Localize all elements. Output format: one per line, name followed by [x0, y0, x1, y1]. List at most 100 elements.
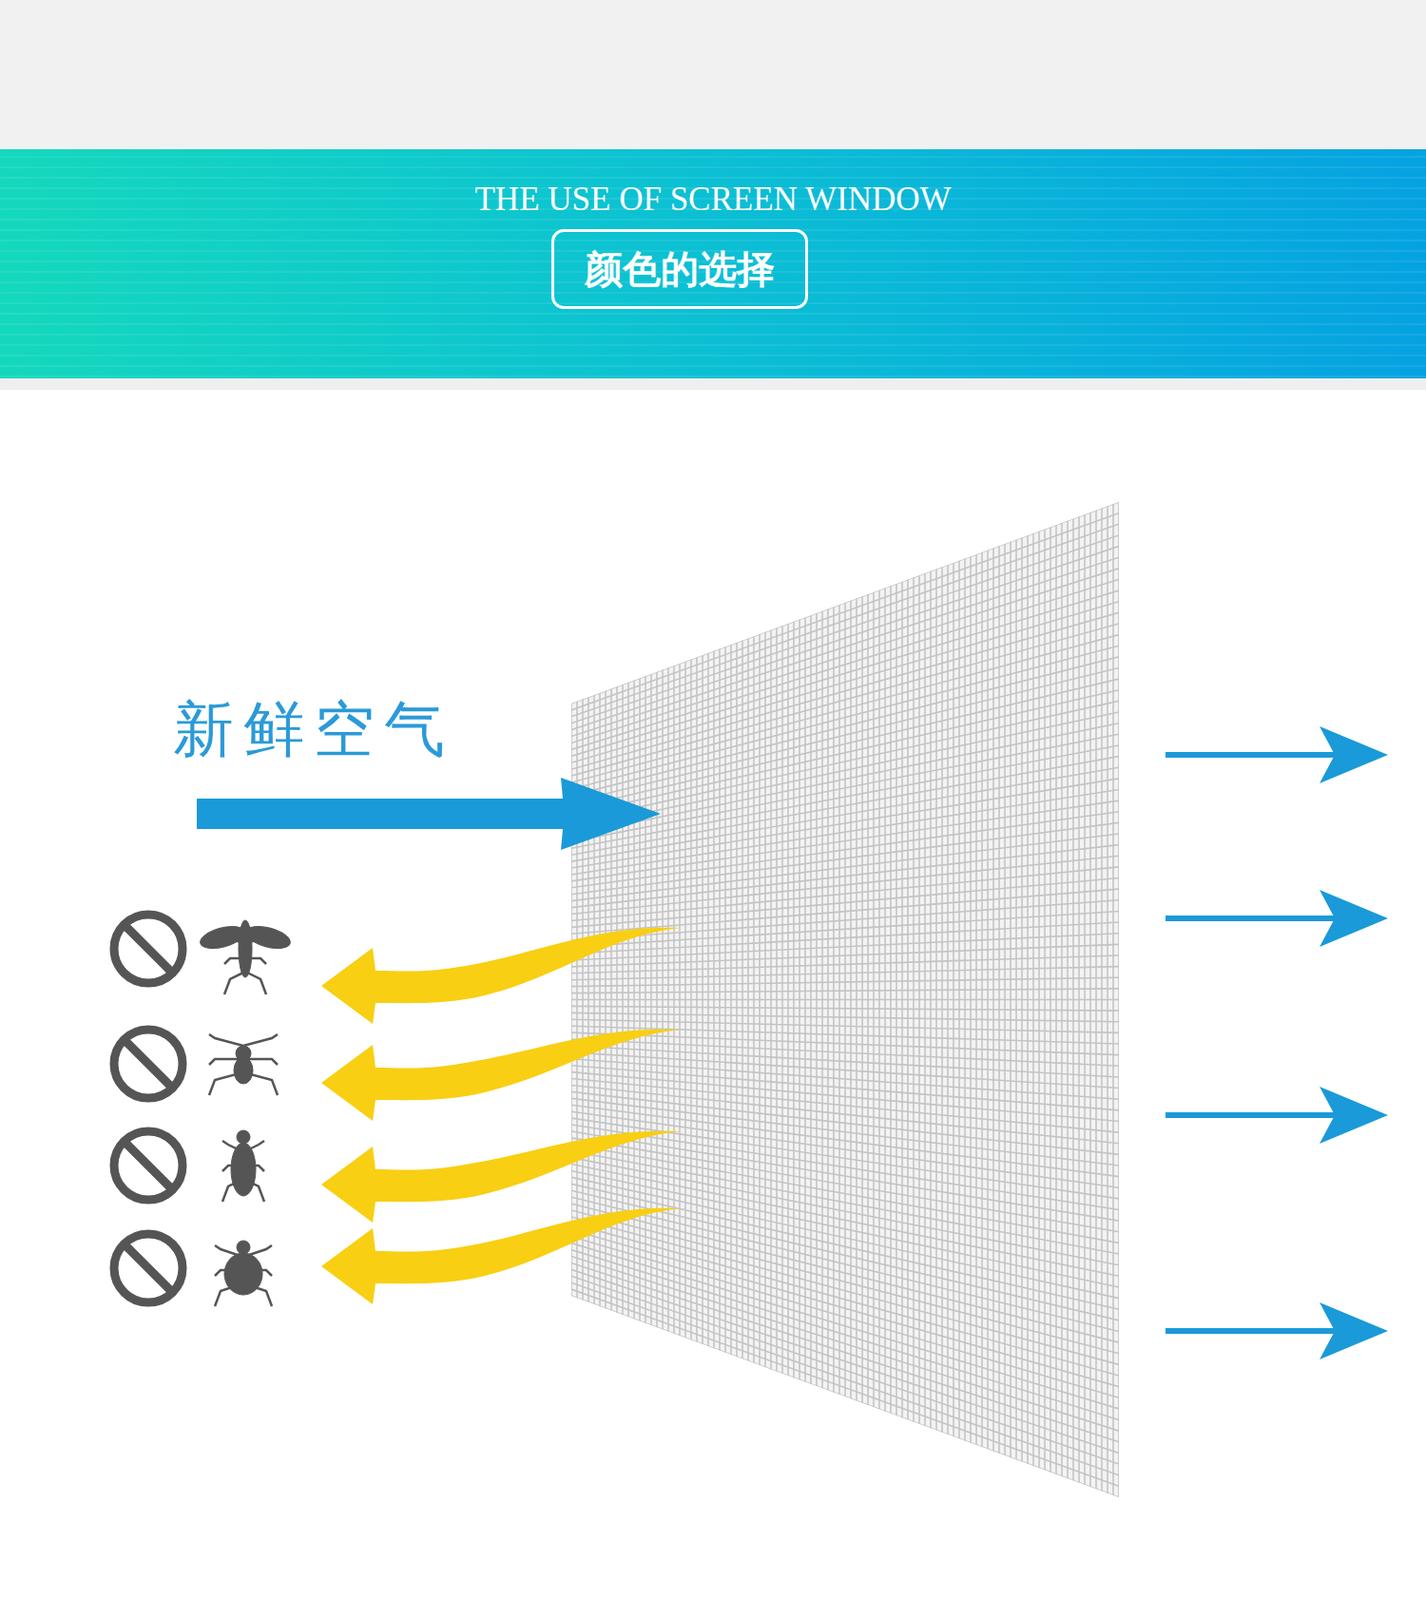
mesh-strand	[781, 494, 784, 1503]
mesh-strand	[610, 494, 613, 1503]
mesh-strand	[918, 494, 921, 1503]
mesh-strand	[758, 494, 761, 1503]
insect-leg	[243, 1178, 265, 1202]
mesh-strand	[571, 756, 1119, 856]
mesh-strand	[650, 494, 653, 1503]
mesh-strand	[571, 1164, 1119, 1277]
prohibit-ring	[114, 1029, 183, 1099]
prohibit-bar	[124, 1141, 173, 1190]
mesh-strand	[571, 1170, 1119, 1287]
mesh-strand	[571, 1005, 1119, 1011]
insect-leg	[243, 1140, 265, 1153]
mesh-strand	[571, 1117, 1119, 1199]
mesh-strand	[1060, 494, 1063, 1503]
mesh-strand	[571, 535, 1119, 724]
mesh-strand	[690, 494, 693, 1503]
title-badge: 颜色的选择	[551, 229, 809, 309]
mesh-strand	[593, 494, 596, 1503]
insect-leg	[224, 971, 246, 995]
mesh-strand	[570, 494, 573, 1503]
mesh-strand	[571, 723, 1119, 836]
mesh-strand	[661, 494, 664, 1503]
stripe	[0, 344, 1426, 347]
mesh-strand	[861, 494, 864, 1503]
mesh-strand	[571, 1262, 1119, 1442]
mesh-strand	[872, 494, 875, 1503]
insect-leg	[222, 1165, 244, 1172]
mesh-strand	[571, 1282, 1119, 1476]
mesh-strand	[627, 494, 630, 1503]
stripe	[0, 375, 1426, 378]
mesh-strand	[571, 1025, 1119, 1044]
mesh-strand	[981, 494, 983, 1503]
air-in-arrow	[196, 777, 661, 850]
mesh-strand	[986, 494, 989, 1503]
mesh-strand	[571, 1065, 1119, 1111]
mesh-strand	[1009, 494, 1012, 1503]
title: THE USE OF SCREEN WINDOW	[0, 178, 1426, 221]
mesh-strand	[1083, 494, 1086, 1503]
mesh-strand	[884, 494, 887, 1503]
mesh-strand	[963, 494, 966, 1503]
mesh-strand	[571, 1203, 1119, 1343]
mesh-strand	[571, 1131, 1119, 1221]
prohibit-signs	[114, 914, 183, 1303]
mesh-strand	[809, 494, 812, 1503]
prohibit-ring	[114, 914, 183, 983]
mesh-strand	[571, 988, 1119, 994]
mesh-strand	[571, 1236, 1119, 1399]
insect-leg	[209, 1034, 244, 1046]
insect-leg	[243, 1245, 272, 1257]
mesh-strand	[571, 546, 1119, 731]
mesh-strand	[571, 1269, 1119, 1453]
mesh-strand	[633, 494, 636, 1503]
mesh-strand	[571, 601, 1119, 764]
mesh-strand	[1021, 494, 1023, 1503]
mesh-strand	[1015, 494, 1018, 1503]
mesh-strand	[901, 494, 904, 1503]
stripe	[0, 312, 1426, 315]
mesh-strand	[621, 494, 624, 1503]
mesh-strand	[571, 656, 1119, 796]
insect-leg	[214, 1283, 244, 1307]
mesh-strand	[571, 1176, 1119, 1298]
mesh-strand	[571, 1275, 1119, 1465]
prohibit-bar	[124, 924, 173, 973]
mesh-strand	[946, 494, 949, 1503]
mesh-strand	[571, 513, 1119, 711]
mesh-strand	[678, 494, 681, 1503]
mesh-strand	[571, 712, 1119, 829]
mosquito-wing	[197, 922, 248, 953]
mesh-strand	[571, 1216, 1119, 1365]
insect-leg	[222, 1178, 244, 1202]
mosquito-wing	[243, 922, 293, 953]
mesh-strand	[571, 789, 1119, 875]
insect-leg	[214, 1270, 244, 1276]
prohibit-ring	[114, 1131, 183, 1200]
stripe	[0, 333, 1426, 336]
mesh-strand	[775, 494, 778, 1503]
air-out-head	[1319, 1086, 1388, 1144]
mesh-strand	[571, 966, 1119, 981]
mesh-strand	[571, 1144, 1119, 1244]
mesh-strand	[587, 494, 590, 1503]
mesh-strand	[1072, 494, 1075, 1503]
blocked-arrows	[321, 927, 681, 1305]
mesh-strand	[684, 494, 687, 1503]
screen-mesh	[571, 494, 1119, 1503]
mesh-strand	[571, 845, 1119, 908]
mesh-strand	[571, 822, 1119, 894]
mesh-strand	[571, 1255, 1119, 1431]
mesh-strand	[1100, 494, 1103, 1503]
insect-leg	[243, 1270, 272, 1276]
mesh-strand	[571, 1230, 1119, 1388]
mesh-strand	[701, 494, 704, 1503]
top-band	[0, 0, 1426, 150]
stripe	[0, 302, 1426, 305]
mesh-strand	[832, 494, 835, 1503]
blocked-arrow	[321, 927, 681, 1024]
insect-leg	[224, 958, 246, 964]
mesh-strand	[667, 494, 670, 1503]
mesh-strand	[571, 977, 1119, 986]
